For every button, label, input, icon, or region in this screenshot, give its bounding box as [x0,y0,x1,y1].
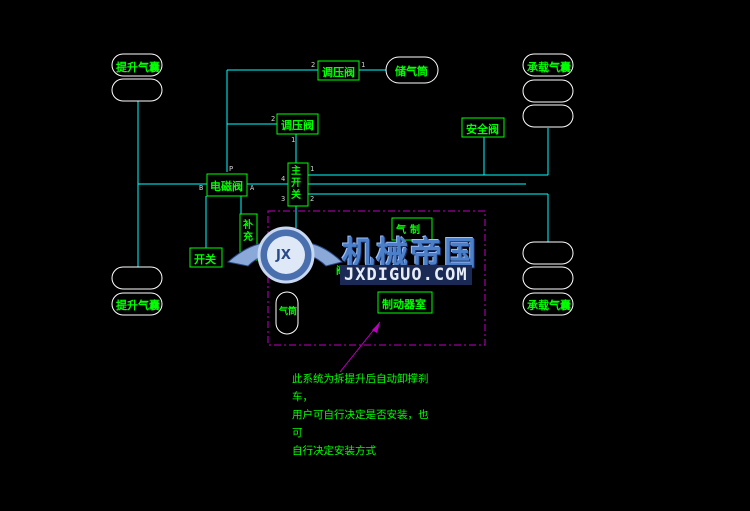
carry-bag-bottom-label-shape [522,292,574,316]
lift-bag-bottom-shape [111,266,163,290]
brake-chamber-label: 制动器室 [382,298,426,311]
safety-valve-box [461,117,505,138]
watermark-logo-text: JX [276,248,291,263]
cylinder-label: 气筒 [279,307,298,317]
carry-bag-top-label-shape [522,53,574,77]
solenoid-valve-label: 电磁阀 [210,180,243,193]
port-sol-a: A [250,184,255,192]
brake-assembly-boundary [267,210,486,346]
main-switch-valve-label: 主开关 [291,166,301,201]
carry-bag-top-shape-1 [522,79,574,103]
regulator-1-box [317,60,360,81]
port-reg2-in: 2 [271,115,276,123]
lift-bag-bottom-label: 提升气囊 [116,299,160,312]
pipe-lines [137,69,549,267]
cylinder-shape [275,291,299,335]
regulator-1-label: 调压阀 [322,66,355,79]
port-sol-p: P [229,165,234,173]
reservoir-label: 储气筒 [395,65,428,78]
lift-bag-top-label: 提升气囊 [116,61,160,74]
regulator-2-label: 调压阀 [281,119,314,132]
port-main-1: 1 [310,165,315,173]
reservoir-shape [385,56,439,84]
brake-chamber-box [377,291,433,314]
port-reg1-in: 2 [311,61,316,69]
carry-bag-bottom-label: 承载气囊 [527,299,571,312]
partial-box-right [391,217,433,241]
watermark-logo [226,226,344,284]
port-reg1-out: 1 [361,61,366,69]
carry-bag-bottom-shape-2 [522,266,574,290]
partial-right-label-1: 气 [396,225,406,236]
port-reg2-out: 1 [291,136,296,144]
safety-valve-label: 安全阀 [466,123,499,136]
port-sol-b: B [199,184,204,192]
solenoid-valve-box [206,173,248,197]
port-main-3: 3 [281,195,286,203]
partial-right-label-2: 制 [410,225,420,236]
port-main-4: 4 [281,175,286,183]
switch-box [189,247,223,268]
carry-bag-bottom-shape-1 [522,241,574,265]
note-leader-arrowhead [372,322,380,333]
note-line-4: 可 [292,427,303,439]
carry-bag-top-shape-2 [522,104,574,128]
lift-bag-bottom-label-shape [111,292,163,316]
lift-bag-top-shape [111,78,163,102]
lift-bag-top-label-shape [111,53,163,77]
note-block: 此系统为拆提升后自动卸撑刹 车， 用户可自行决定是否安装，也 可 自行决定安装方… [292,370,429,460]
carry-bag-top-label: 承载气囊 [527,61,571,74]
watermark-en: JXDIGUO.COM [340,265,472,285]
note-line-2: 车， [292,391,313,403]
main-switch-valve-box [287,162,309,207]
switch-label: 开关 [194,253,216,266]
note-line-5: 自行决定安装方式 [292,445,376,457]
port-main-2: 2 [310,195,315,203]
partial-left-label: 补充 [243,220,253,243]
regulator-2-box [276,113,319,135]
note-line-3: 用户可自行决定是否安装，也 [292,409,429,421]
note-line-1: 此系统为拆提升后自动卸撑刹 [292,373,429,385]
